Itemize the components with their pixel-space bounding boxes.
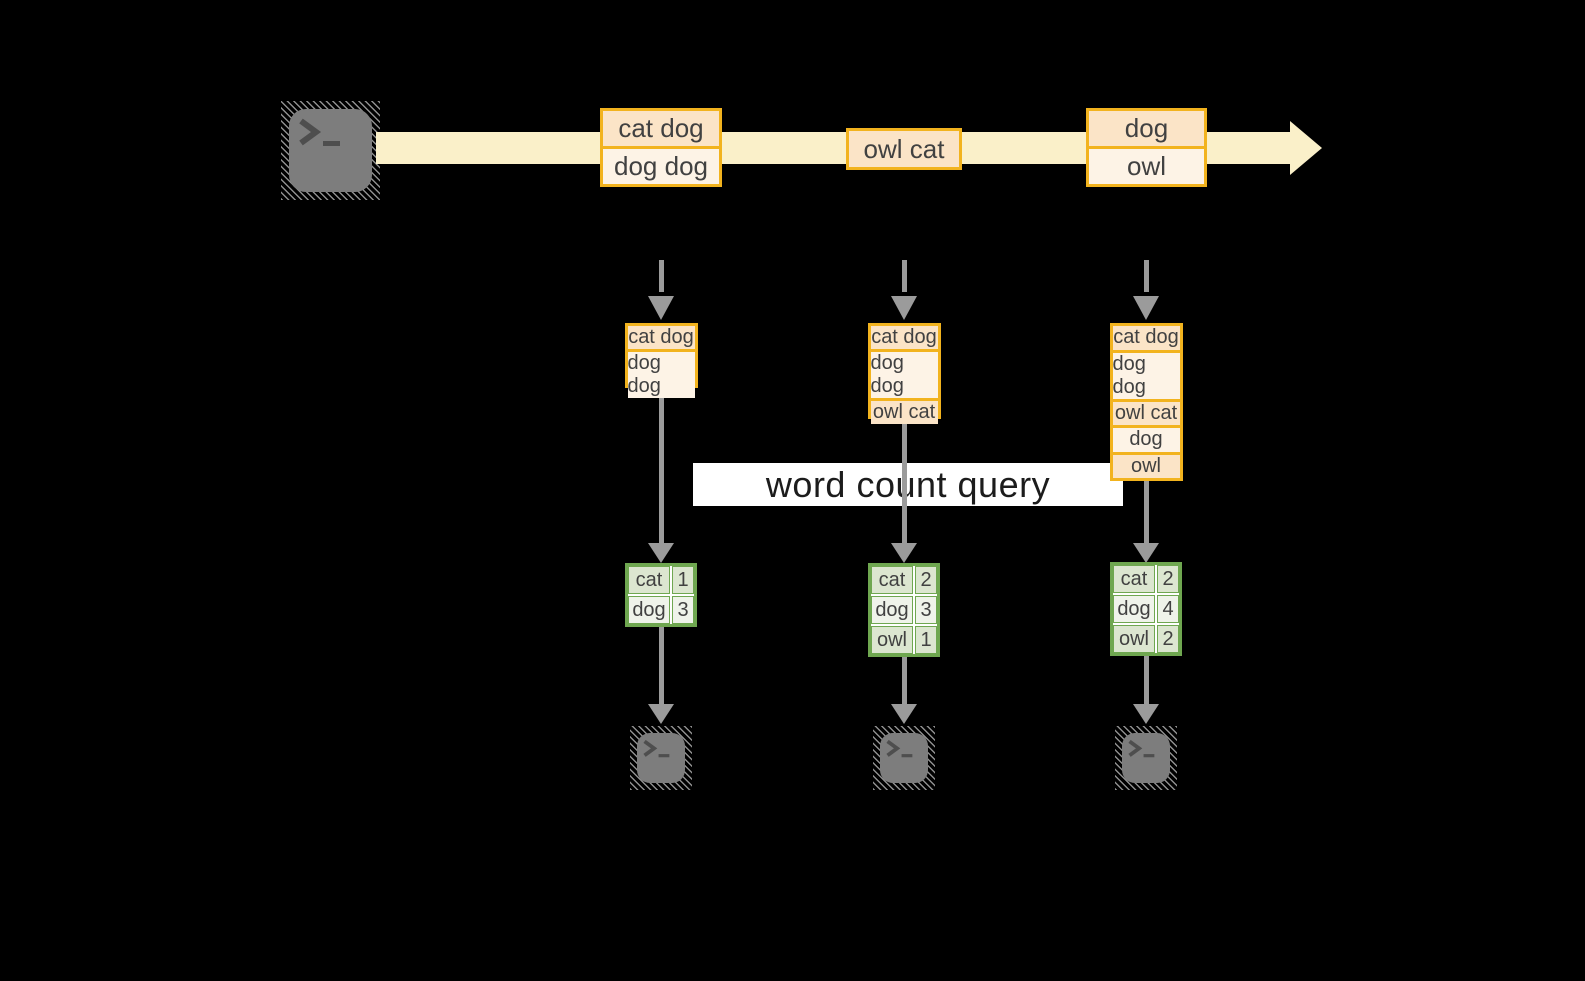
stream-event-2: owl cat	[846, 128, 962, 170]
output-arrowhead-icon	[648, 704, 674, 724]
buffer-row: cat dog	[870, 326, 938, 349]
output-arrowhead-icon	[891, 704, 917, 724]
table-cell-count: 2	[915, 566, 937, 594]
terminal-prompt-icon	[886, 739, 913, 758]
stream-event-1: cat dog dog dog	[600, 108, 722, 187]
table-cell-word: cat	[1113, 565, 1155, 593]
table-cell-word: owl	[871, 626, 913, 654]
table-cell-count: 2	[1157, 565, 1179, 593]
buffer-row: dog dog	[1112, 352, 1180, 399]
table-cell-word: cat	[628, 566, 670, 594]
ingest-arrow-dash	[901, 260, 907, 292]
word-count-table-1: cat 1 dog 3	[625, 563, 697, 627]
ingest-arrowhead-icon	[648, 296, 674, 320]
terminal-prompt-icon	[299, 118, 340, 146]
consumer-terminal-icon-2	[873, 726, 935, 790]
consumer-terminal-icon-1	[630, 726, 692, 790]
flow-arrowhead-icon	[1133, 543, 1159, 563]
table-cell-count: 2	[1157, 625, 1179, 653]
terminal-screen	[289, 109, 372, 192]
table-cell-count: 1	[672, 566, 694, 594]
buffer-row: cat dog	[627, 326, 695, 349]
table-cell-word: dog	[1113, 595, 1155, 623]
flow-arrow-line	[1143, 481, 1149, 543]
word-count-table-2: cat 2 dog 3 owl 1	[868, 563, 940, 657]
event-stream-arrowhead-icon	[1290, 121, 1322, 175]
table-cell-word: owl	[1113, 625, 1155, 653]
stream-event-3: dog owl	[1086, 108, 1207, 187]
buffer-row: cat dog	[1112, 326, 1180, 350]
buffer-row: dog	[1112, 428, 1180, 452]
output-arrow-line	[658, 627, 664, 704]
flow-arrowhead-icon	[891, 543, 917, 563]
consumer-terminal-icon-3	[1115, 726, 1177, 790]
ingest-arrow-dash	[658, 260, 664, 292]
buffer-row: owl cat	[870, 401, 938, 424]
event-line: owl cat	[849, 131, 959, 167]
ingest-arrowhead-icon	[891, 296, 917, 320]
flow-arrow-line	[658, 388, 664, 543]
event-buffer-stack-2: cat dog dog dog owl cat	[867, 323, 941, 424]
buffer-row: owl	[1112, 454, 1180, 478]
ingest-arrow-dash	[1143, 260, 1149, 292]
buffer-row: owl cat	[1112, 401, 1180, 425]
word-count-table-3: cat 2 dog 4 owl 2	[1110, 562, 1182, 656]
table-cell-count: 3	[672, 596, 694, 624]
table-cell-word: cat	[871, 566, 913, 594]
terminal-prompt-icon	[1128, 739, 1155, 758]
source-terminal-icon	[281, 101, 380, 200]
query-band: word count query	[693, 463, 1123, 506]
event-line: dog	[1089, 111, 1204, 146]
buffer-row: dog dog	[870, 352, 938, 398]
ingest-arrowhead-icon	[1133, 296, 1159, 320]
flow-arrowhead-icon	[648, 543, 674, 563]
terminal-screen	[637, 733, 685, 783]
event-buffer-stack-1: cat dog dog dog	[624, 323, 698, 398]
event-buffer-stack-3: cat dog dog dog owl cat dog owl	[1109, 323, 1183, 481]
query-label: word count query	[765, 463, 1051, 505]
table-cell-word: dog	[871, 596, 913, 624]
output-arrow-line	[901, 657, 907, 704]
output-arrowhead-icon	[1133, 704, 1159, 724]
table-cell-word: dog	[628, 596, 670, 624]
terminal-prompt-icon	[643, 739, 670, 758]
buffer-row: dog dog	[627, 352, 695, 398]
output-arrow-line	[1143, 656, 1149, 704]
table-cell-count: 4	[1157, 595, 1179, 623]
terminal-screen	[880, 733, 928, 783]
event-line: cat dog	[603, 111, 719, 146]
event-line: dog dog	[603, 149, 719, 184]
table-cell-count: 3	[915, 596, 937, 624]
flow-arrow-line	[901, 419, 907, 543]
event-line: owl	[1089, 149, 1204, 184]
table-cell-count: 1	[915, 626, 937, 654]
terminal-screen	[1122, 733, 1170, 783]
